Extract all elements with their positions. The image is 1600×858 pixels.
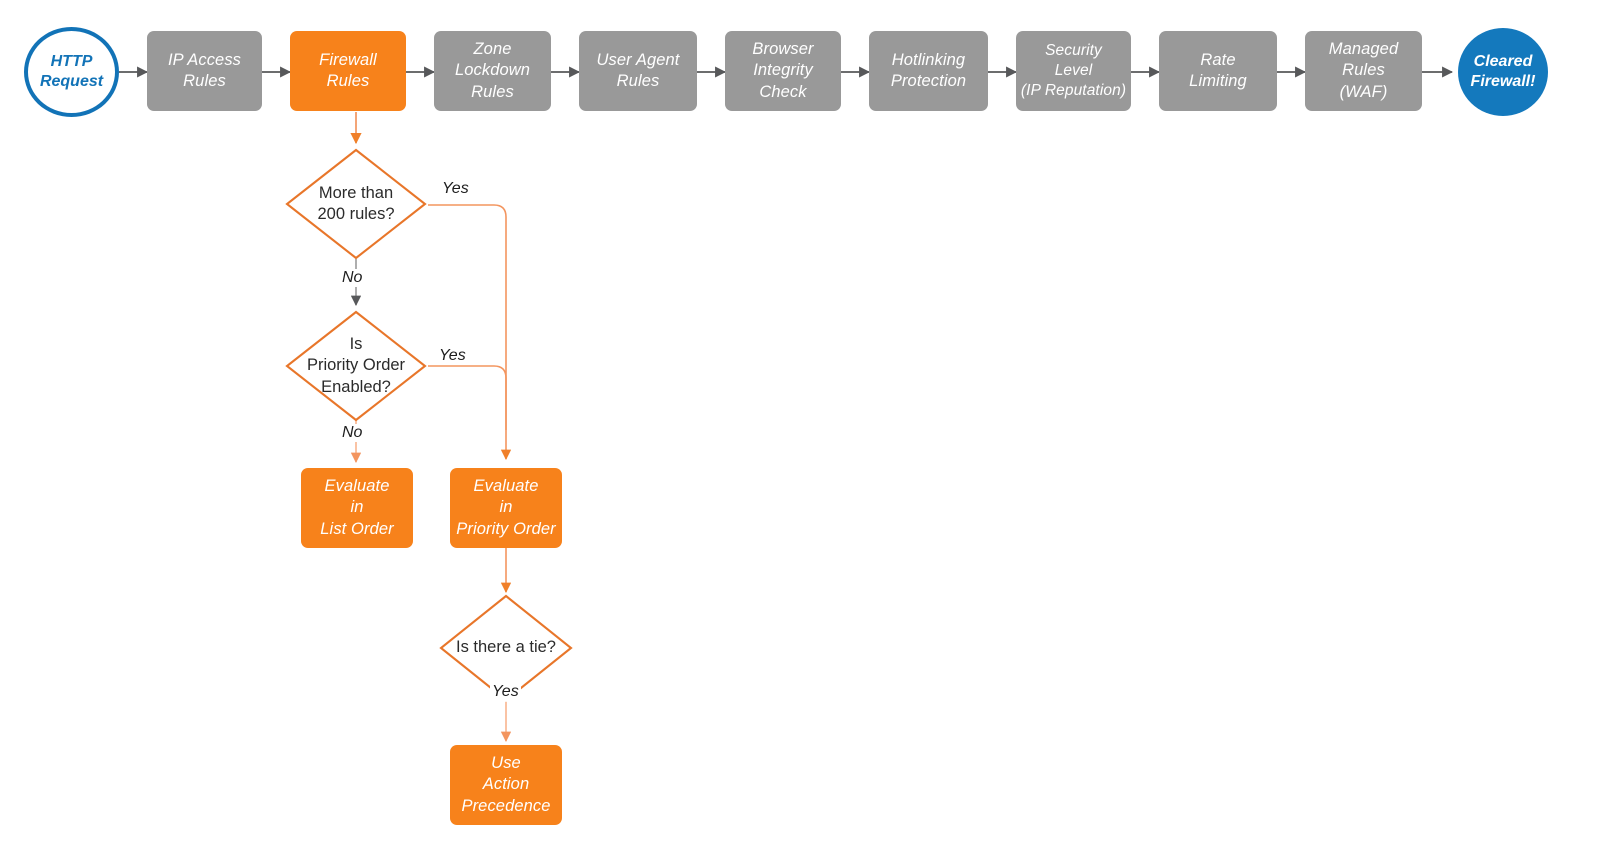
node-label: Firewall Rules [319,50,377,90]
decision-is-priority-order-enabled[interactable]: Is Priority Order Enabled? [285,310,427,422]
node-label: Zone Lockdown Rules [454,39,531,101]
decision-more-than-200-rules[interactable]: More than 200 rules? [285,148,427,260]
node-user-agent-rules[interactable]: User Agent Rules [579,31,697,111]
node-label: Evaluate in List Order [320,476,394,538]
node-rate-limiting[interactable]: Rate Limiting [1159,31,1277,111]
node-zone-lockdown-rules[interactable]: Zone Lockdown Rules [434,31,551,111]
node-label: Security Level (IP Reputation) [1020,41,1127,100]
edge-label-no-priority-order: No [340,424,365,442]
node-label: Rate Limiting [1189,50,1247,90]
node-evaluate-in-list-order[interactable]: Evaluate in List Order [301,468,413,548]
node-hotlinking-protection[interactable]: Hotlinking Protection [869,31,988,111]
diamond-shape [285,310,427,422]
node-firewall-rules[interactable]: Firewall Rules [290,31,406,111]
node-security-level[interactable]: Security Level (IP Reputation) [1016,31,1131,111]
node-label: Evaluate in Priority Order [456,476,556,538]
node-browser-integrity-check[interactable]: Browser Integrity Check [725,31,841,111]
node-label: IP Access Rules [167,50,242,90]
node-managed-rules-waf[interactable]: Managed Rules (WAF) [1305,31,1422,111]
node-label: HTTP Request [39,53,104,90]
node-evaluate-in-priority-order[interactable]: Evaluate in Priority Order [450,468,562,548]
edge-label-yes-tie: Yes [490,683,521,701]
node-label: Browser Integrity Check [752,39,814,101]
node-label: Hotlinking Protection [890,50,967,90]
node-label: User Agent Rules [596,50,680,90]
edge-label-yes-priority-order: Yes [437,347,468,365]
edge-label-yes-200-rules: Yes [440,180,471,198]
node-ip-access-rules[interactable]: IP Access Rules [147,31,262,111]
node-use-action-precedence[interactable]: Use Action Precedence [450,745,562,825]
diamond-shape [285,148,427,260]
node-cleared-firewall[interactable]: Cleared Firewall! [1458,28,1548,116]
node-http-request[interactable]: HTTP Request [24,27,119,117]
edge-label-no-200-rules: No [340,269,365,287]
node-label: Managed Rules (WAF) [1328,39,1399,101]
node-label: Use Action Precedence [461,753,551,815]
node-label: Cleared Firewall! [1470,53,1536,90]
